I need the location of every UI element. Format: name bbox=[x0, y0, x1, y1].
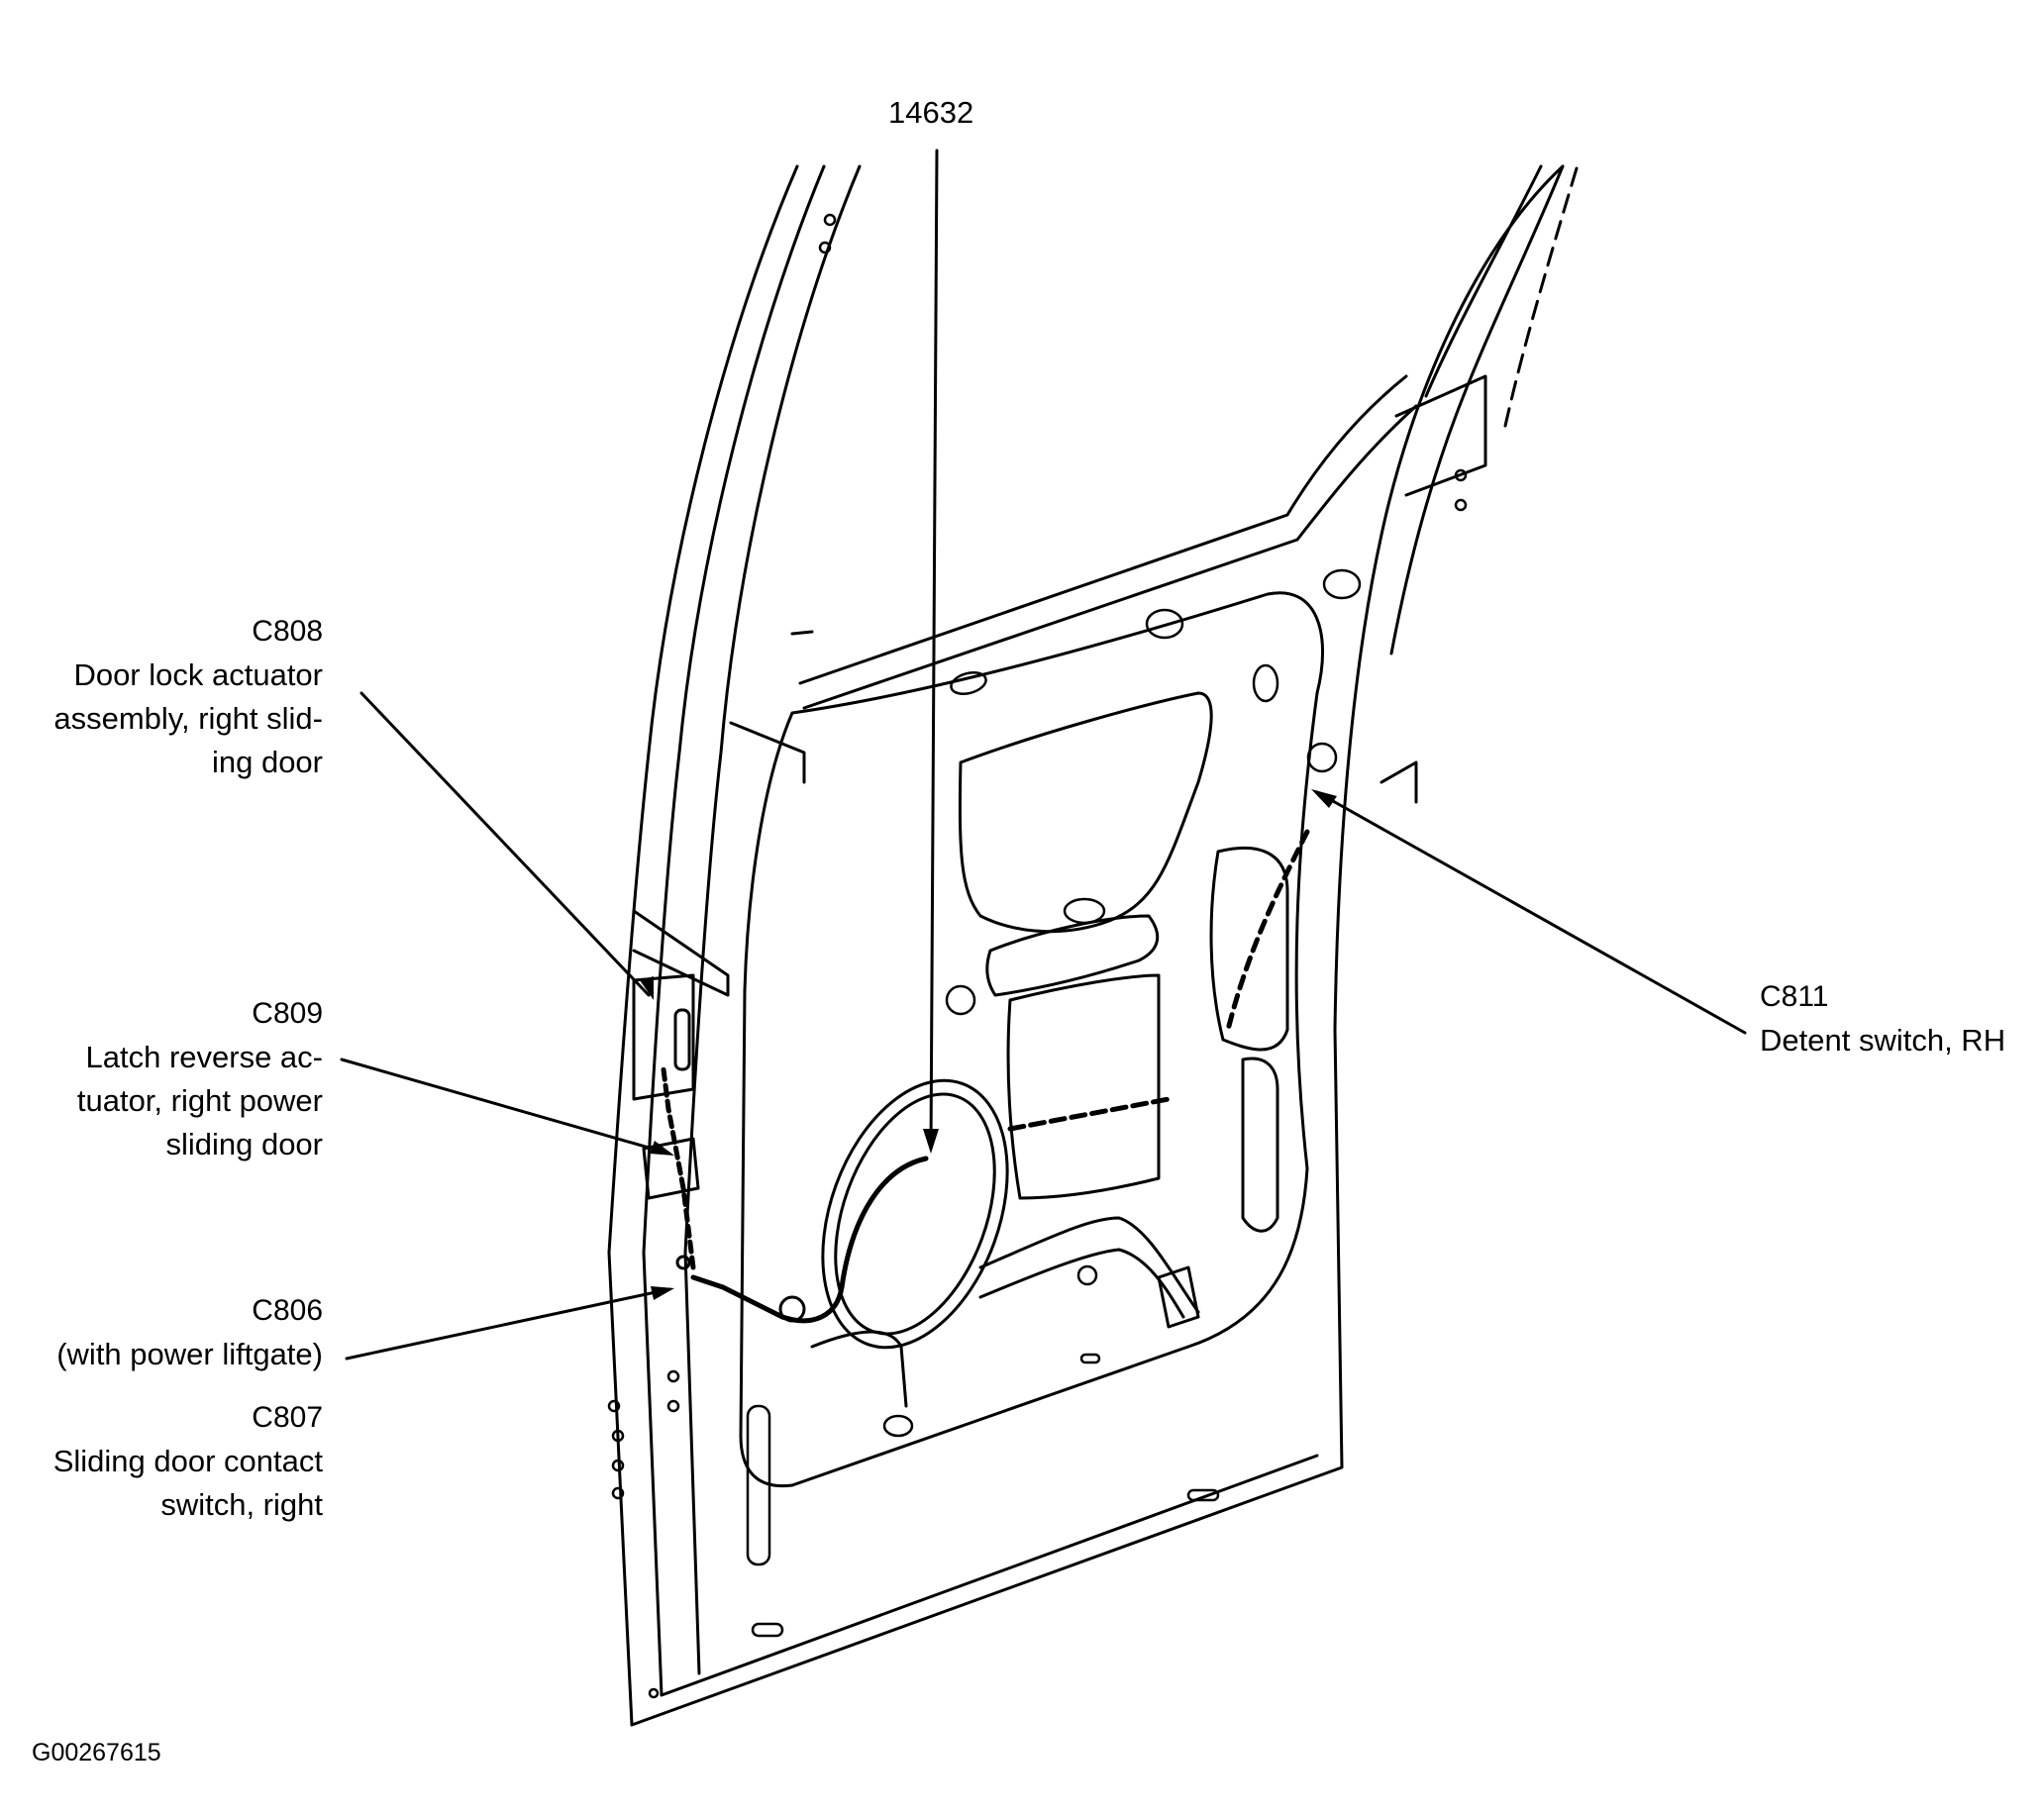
callout-c807-line-2: switch, right bbox=[160, 1487, 323, 1522]
mounting-holes bbox=[607, 213, 1468, 1699]
inner-door-panel bbox=[739, 591, 1325, 1488]
callout-c808-code: C808 bbox=[252, 615, 323, 648]
latch-hardware bbox=[632, 973, 806, 1323]
callout-c806: C806 (with power liftgate) bbox=[56, 1289, 323, 1376]
door-window-sill bbox=[790, 374, 1418, 710]
callout-c809-line-3: sliding door bbox=[165, 1127, 323, 1161]
callout-c808: C808 Door lock actuator assembly, right … bbox=[53, 610, 323, 784]
callout-c807-line-1: Sliding door contact bbox=[52, 1444, 323, 1478]
callout-c809: C809 Latch reverse ac- tuator, right pow… bbox=[77, 992, 323, 1166]
lower-panel-fold bbox=[810, 1216, 1200, 1408]
harness-part-number: 14632 bbox=[888, 95, 974, 130]
callout-c811: C811 Detent switch, RH bbox=[1760, 975, 2005, 1062]
wiring-harness bbox=[661, 829, 1310, 1324]
callout-c811-code: C811 bbox=[1760, 980, 1829, 1013]
callout-c807-code: C807 bbox=[252, 1401, 323, 1434]
callout-c809-line-1: Latch reverse ac- bbox=[85, 1040, 324, 1074]
callout-c806-code: C806 bbox=[252, 1294, 323, 1327]
callout-c808-line-1: Door lock actuator bbox=[73, 657, 323, 692]
door-outer-frame bbox=[607, 164, 1579, 1727]
callout-c807: C807 Sliding door contact switch, right bbox=[53, 1396, 323, 1527]
figure-code: G00267615 bbox=[32, 1739, 161, 1766]
callout-c809-line-2: tuator, right power bbox=[76, 1083, 323, 1118]
leader-lines bbox=[340, 149, 1747, 1361]
speaker-opening bbox=[821, 1078, 1009, 1350]
callout-c811-line-1: Detent switch, RH bbox=[1760, 1023, 2006, 1058]
leader-arrowheads bbox=[640, 789, 1337, 1300]
callout-c809-code: C809 bbox=[252, 997, 323, 1030]
callout-c808-line-3: ing door bbox=[211, 745, 323, 779]
callout-c808-line-2: assembly, right slid- bbox=[53, 701, 323, 736]
callout-c806-line-1: (with power liftgate) bbox=[56, 1337, 323, 1371]
